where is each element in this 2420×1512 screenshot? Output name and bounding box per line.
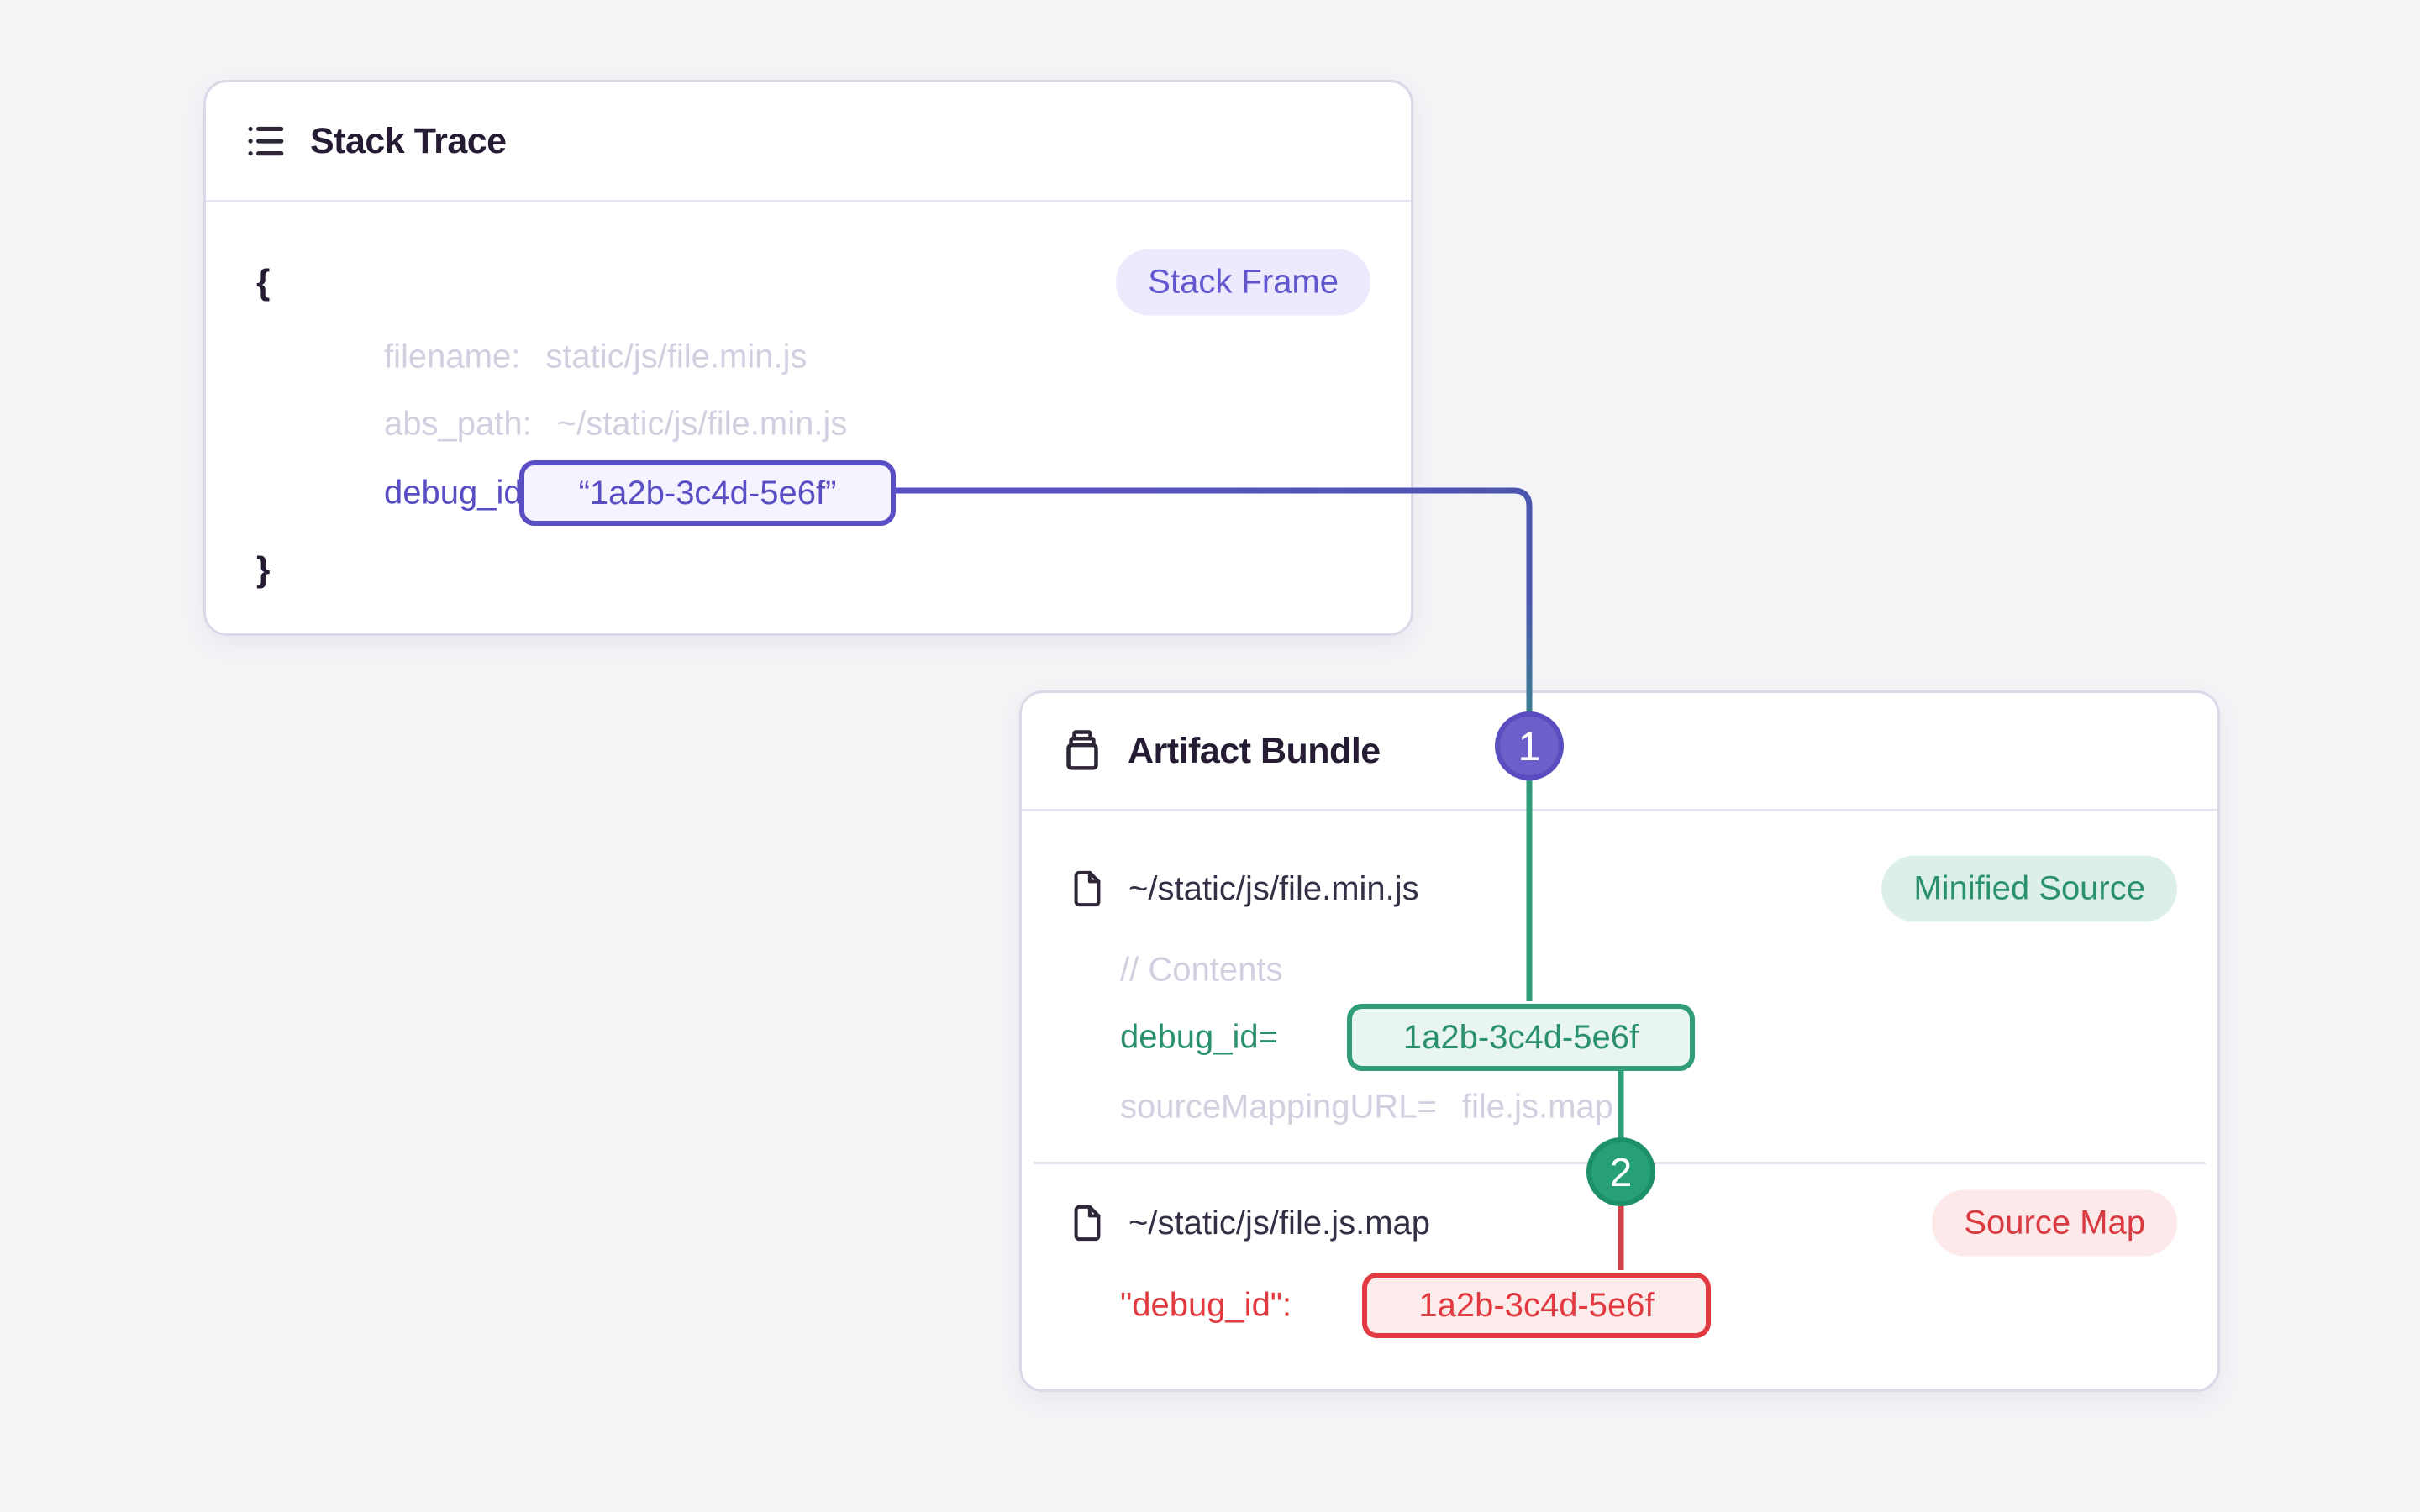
file-path: ~/static/js/file.js.map [1128,1204,1431,1242]
source-mapping-row: sourceMappingURL= file.js.map [1120,1089,1613,1126]
sourcemap-debug-id-row: "debug_id": [1120,1287,1292,1325]
stack-trace-title: Stack Trace [310,120,507,161]
file-row-minified: ~/static/js/file.min.js [1068,869,1419,908]
field-row-abs-path: abs_path: ~/static/js/file.min.js [384,406,847,444]
artifact-bundle-card: Artifact Bundle ~/static/js/file.min.js … [1019,690,2220,1392]
brace-open: { [256,262,271,302]
field-key: "debug_id": [1120,1286,1292,1324]
file-icon [1074,1205,1101,1242]
artifact-bundle-title: Artifact Bundle [1128,730,1381,771]
stack-trace-header: Stack Trace [206,82,1411,202]
bundle-debug-id-box: 1a2b-3c4d-5e6f [1347,1004,1695,1071]
artifact-bundle-header: Artifact Bundle [1022,693,2217,811]
field-key: debug_id: [384,474,532,512]
sourcemap-debug-id-box: 1a2b-3c4d-5e6f [1362,1273,1711,1338]
field-value: ~/static/js/file.min.js [556,405,848,443]
minified-source-badge: Minified Source [1881,855,2177,922]
file-icon [1074,870,1101,907]
stack-trace-card: Stack Trace { Stack Frame filename: stat… [203,80,1413,636]
field-value: static/js/file.min.js [545,338,808,375]
field-row-filename: filename: static/js/file.min.js [384,339,807,376]
stack-debug-id-box: “1a2b-3c4d-5e6f” [519,460,896,526]
list-icon [248,126,284,156]
contents-comment: // Contents [1120,951,1283,989]
field-value: file.js.map [1461,1088,1613,1126]
debug-id-value: 1a2b-3c4d-5e6f [1418,1286,1655,1324]
field-key: sourceMappingURL= [1120,1088,1437,1126]
source-map-badge: Source Map [1932,1189,2177,1257]
brace-close: } [256,549,271,589]
debug-id-value: 1a2b-3c4d-5e6f [1402,1018,1639,1056]
field-key: debug_id= [1120,1018,1278,1056]
field-key: filename: [384,338,521,375]
file-row-sourcemap: ~/static/js/file.js.map [1068,1204,1430,1242]
file-section-divider [1034,1162,2206,1164]
file-path: ~/static/js/file.min.js [1128,869,1419,907]
debug-id-assignment-row: debug_id= [1120,1019,1278,1057]
field-key: abs_path: [384,405,532,443]
archive-icon [1066,730,1098,770]
field-row-debug-id: debug_id: [384,475,532,512]
stack-frame-badge: Stack Frame [1116,249,1370,316]
debug-id-value: “1a2b-3c4d-5e6f” [578,474,837,512]
